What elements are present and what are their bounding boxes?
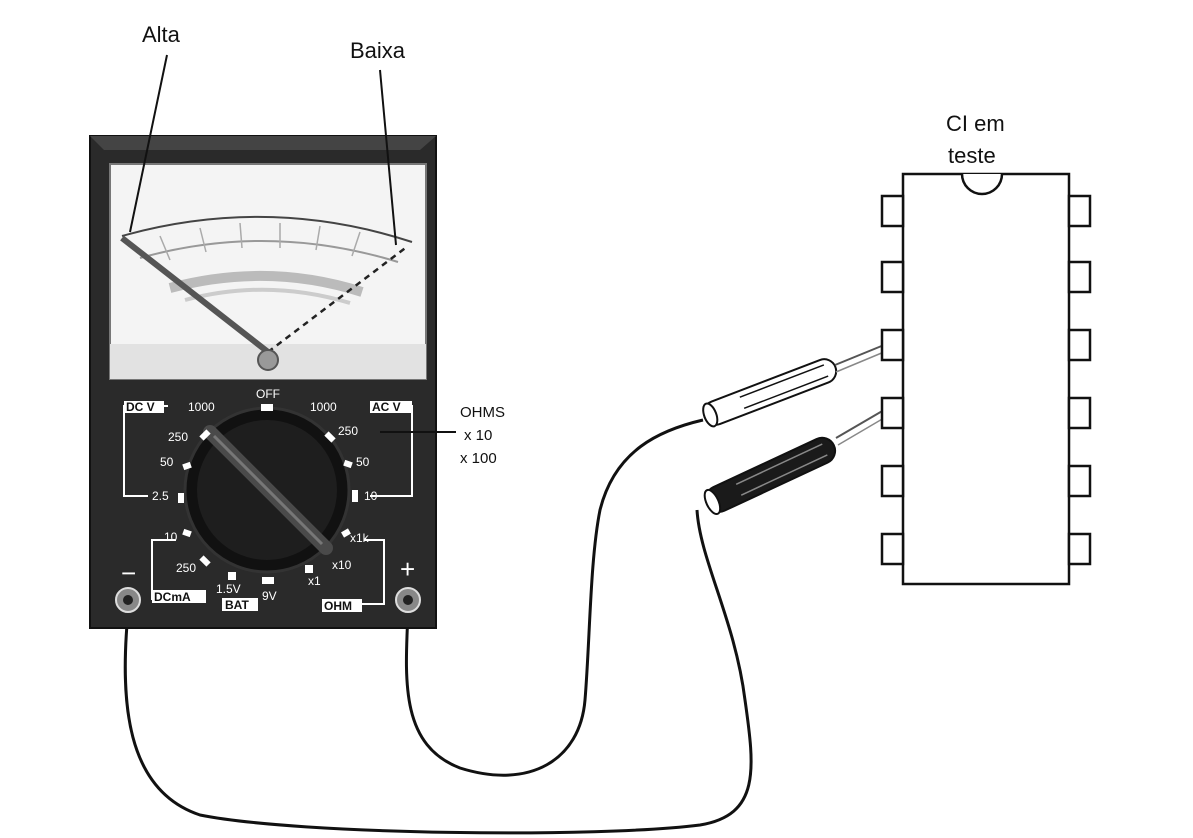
black-probe[interactable] [701, 409, 885, 516]
ic-label-line2: teste [948, 143, 996, 168]
dcv-50-label: 50 [160, 455, 174, 469]
acv-1000-label: 1000 [310, 400, 337, 414]
bat-label-box [222, 598, 258, 611]
ic-pins-right [1067, 194, 1092, 566]
plus-sign: + [400, 554, 415, 584]
acv-10-label: 10 [364, 489, 378, 503]
ohms-x100-label: x 100 [460, 450, 497, 467]
multimeter [89, 135, 437, 629]
acv-label-box [370, 401, 412, 413]
scale-arc-inner [184, 287, 351, 305]
acv-250-label: 250 [338, 424, 358, 438]
scale-arc-band [168, 270, 364, 297]
ohms-label: OHMS [460, 404, 505, 421]
minus-sign: − [121, 558, 136, 588]
ohm-x10-label: x10 [332, 558, 352, 572]
case-bevel [90, 136, 436, 150]
ohms-x10-label: x 10 [464, 427, 492, 444]
high-label: Alta [142, 22, 181, 47]
ic-label-line1: CI em [946, 111, 1005, 136]
scale-arc-middle [139, 239, 399, 263]
ma-250-label: 250 [176, 561, 196, 575]
selector-pointer-highlight [212, 434, 324, 546]
low-label: Baixa [350, 38, 406, 63]
dcv-250-label: 250 [168, 430, 188, 444]
red-probe-wire [404, 418, 704, 777]
low-leader-line [379, 69, 397, 246]
needle-high-position [120, 235, 270, 355]
off-label: OFF [256, 387, 280, 401]
ic-body [901, 172, 1071, 586]
ohm-label: OHM [324, 599, 352, 613]
red-probe-tip [834, 344, 885, 366]
acv-50-label: 50 [356, 455, 370, 469]
black-probe-tip [835, 409, 885, 439]
dcma-label: DCmA [154, 590, 191, 604]
dcma-label-box [152, 590, 206, 603]
dcv-label-box [124, 401, 164, 413]
ic-pins-left [880, 194, 905, 566]
ohm-x1k-label: x1k [350, 531, 370, 545]
needle-pivot [257, 349, 279, 371]
range-selector[interactable] [178, 404, 358, 584]
scale-ticks [159, 222, 361, 261]
needle-low-position [267, 245, 409, 353]
black-probe-wire [123, 509, 753, 835]
ic-notch [960, 173, 1004, 196]
selector-position-marks [178, 404, 358, 584]
ma-10-label: 10 [164, 530, 178, 544]
negative-terminal[interactable] [115, 587, 141, 613]
positive-terminal[interactable] [395, 587, 421, 613]
bat-label: BAT [225, 598, 249, 612]
bat-1-5v-label: 1.5V [216, 582, 241, 596]
high-leader-line [129, 54, 168, 233]
scale-arc-outer [121, 215, 413, 243]
bat-9v-label: 9V [262, 589, 277, 603]
dcv-label: DC V [126, 400, 155, 414]
red-probe[interactable] [700, 344, 885, 428]
ohm-x1-label: x1 [308, 574, 321, 588]
dcv-2-5-label: 2.5 [152, 489, 169, 503]
ohm-label-box [322, 599, 362, 612]
acv-label: AC V [372, 400, 401, 414]
ic-chip: CI em teste [880, 111, 1092, 586]
dcv-1000-label: 1000 [188, 400, 215, 414]
